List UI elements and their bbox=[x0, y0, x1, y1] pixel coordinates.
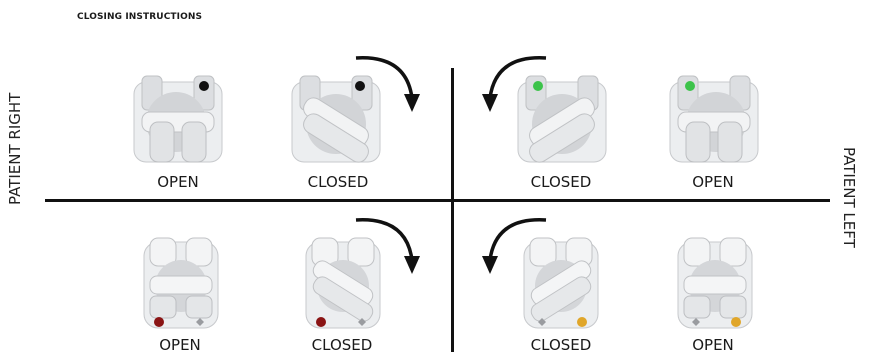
curved-arrow-clockwise-icon bbox=[352, 52, 424, 114]
yellow-dot-icon bbox=[731, 317, 741, 327]
caption-br-open: OPEN bbox=[668, 336, 758, 354]
caption-bl-closed: CLOSED bbox=[297, 336, 387, 354]
caption-tl-closed: CLOSED bbox=[293, 173, 383, 191]
bracket-bottom-left-open bbox=[674, 236, 756, 334]
bracket-top-right-open bbox=[128, 72, 228, 170]
caption-br-closed: CLOSED bbox=[516, 336, 606, 354]
page-title: CLOSING INSTRUCTIONS bbox=[77, 12, 202, 22]
caption-tl-open: OPEN bbox=[133, 173, 223, 191]
black-dot-icon bbox=[199, 81, 209, 91]
curved-arrow-clockwise-icon bbox=[352, 214, 424, 276]
patient-left-label: PATIENT LEFT bbox=[840, 147, 858, 248]
caption-tr-open: OPEN bbox=[668, 173, 758, 191]
red-dot-icon bbox=[316, 317, 326, 327]
caption-bl-open: OPEN bbox=[135, 336, 225, 354]
bracket-bottom-left-closed bbox=[520, 236, 602, 334]
caption-tr-closed: CLOSED bbox=[516, 173, 606, 191]
red-dot-icon bbox=[154, 317, 164, 327]
green-dot-icon bbox=[685, 81, 695, 91]
bracket-top-left-open bbox=[664, 72, 764, 170]
patient-right-label: PATIENT RIGHT bbox=[6, 93, 24, 205]
bracket-top-left-closed bbox=[512, 72, 612, 170]
green-dot-icon bbox=[533, 81, 543, 91]
horizontal-divider bbox=[45, 199, 830, 202]
vertical-divider bbox=[451, 68, 454, 352]
bracket-bottom-right-open bbox=[140, 236, 222, 334]
yellow-dot-icon bbox=[577, 317, 587, 327]
